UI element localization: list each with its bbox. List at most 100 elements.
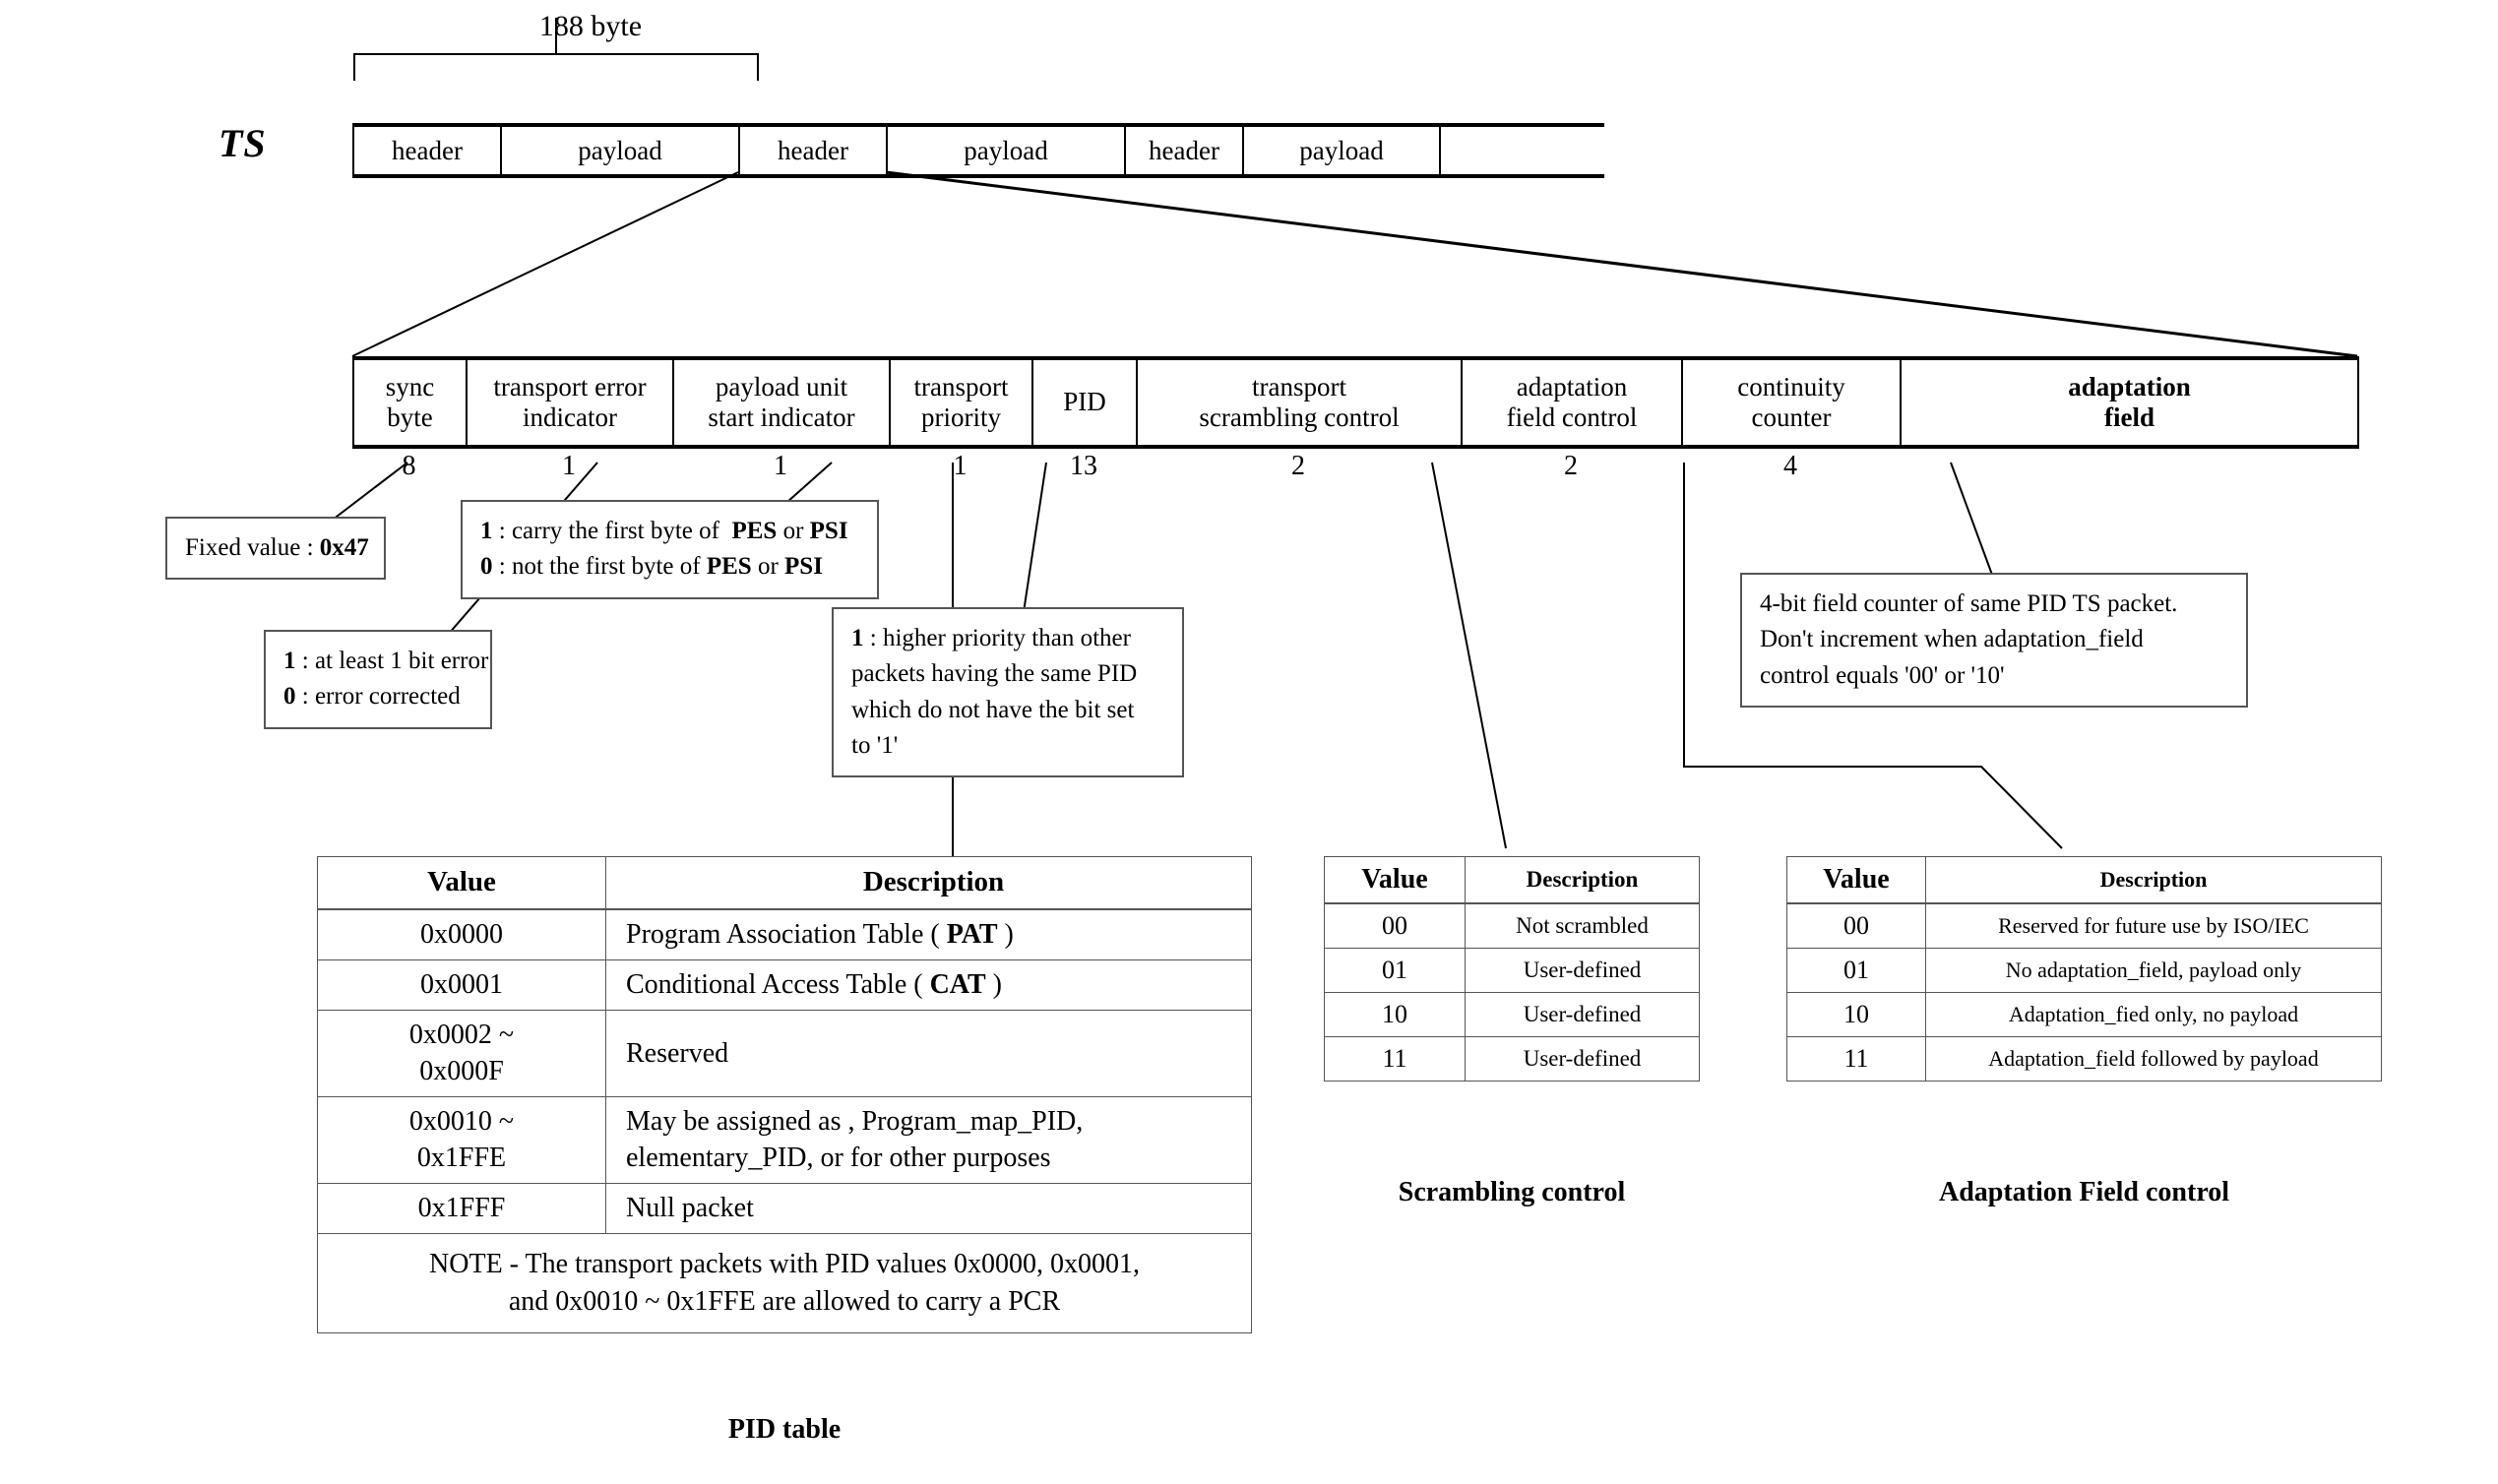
note-line: 0 : error corrected <box>283 679 472 714</box>
header-field-line: adaptation <box>1516 371 1628 402</box>
header-field-line: field <box>2104 402 2155 432</box>
cell-value: 0x0002 ~ 0x000F <box>317 1010 606 1098</box>
bit-width-continuity-counter: 4 <box>1783 451 1797 481</box>
cell-value: 0x0000 <box>317 908 606 961</box>
note-text: : error corrected <box>295 683 461 711</box>
column-header-description: Description <box>605 855 1252 910</box>
bit-width-transport-error-indicator: 1 <box>562 451 576 481</box>
note-line: Don't increment when adaptation_field <box>1760 626 2144 653</box>
header-field-line: transport error <box>493 371 647 402</box>
header-field-line: byte <box>387 402 433 432</box>
span-label-188-byte: 188 byte <box>538 10 643 42</box>
bit-width-pid: 13 <box>1070 451 1097 481</box>
header-field-line: start indicator <box>708 402 855 432</box>
cell-value: 0x0001 <box>317 959 606 1012</box>
header-field-line: adaptation <box>2068 371 2191 402</box>
ts-cell-header: header <box>354 127 502 174</box>
column-header-value: Value <box>1324 856 1466 904</box>
header-field-line: continuity <box>1737 371 1845 402</box>
cell-description: User-defined <box>1465 992 1700 1037</box>
note-transport-priority: 1 : higher priority than other packets h… <box>832 607 1184 777</box>
cell-description: User-defined <box>1465 948 1700 993</box>
note-line: to '1' <box>851 731 899 759</box>
note-line: 4-bit field counter of same PID TS packe… <box>1760 590 2178 617</box>
cell-description: Null packet <box>605 1183 1252 1235</box>
pid-table-caption: PID table <box>727 1414 842 1445</box>
ts-cell-payload: payload <box>1244 127 1441 174</box>
header-field-line: indicator <box>523 402 617 432</box>
note-key: 0 <box>283 683 296 711</box>
cell-description: Program Association Table ( PAT ) <box>605 908 1252 961</box>
cell-value: 11 <box>1324 1036 1466 1082</box>
bit-width-transport-priority: 1 <box>953 451 968 481</box>
note-sync-byte: Fixed value : 0x47 <box>165 517 386 581</box>
note-text: : at least 1 bit error <box>295 648 489 674</box>
header-field-line: transport <box>1252 371 1346 402</box>
cell-value: 00 <box>1786 902 1926 949</box>
cell-value: 0x1FFF <box>317 1183 606 1235</box>
note-line: Fixed value : 0x47 <box>185 530 369 566</box>
ts-cell-header: header <box>1126 127 1244 174</box>
cell-description: Adaptation_field followed by payload <box>1925 1036 2382 1082</box>
note-line: control equals '00' or '10' <box>1760 661 2005 689</box>
ts-cell-header: header <box>740 127 888 174</box>
header-field-line: scrambling control <box>1199 402 1400 432</box>
bit-width-transport-scrambling-control: 2 <box>1291 451 1305 481</box>
column-header-description: Description <box>1465 856 1700 904</box>
cell-value: 01 <box>1786 948 1926 993</box>
note-continuity-counter: 4-bit field counter of same PID TS packe… <box>1740 573 2248 708</box>
table-note-row: NOTE - The transport packets with PID va… <box>317 1233 1252 1334</box>
cell-description: Adaptation_fied only, no payload <box>1925 992 2382 1037</box>
header-field-line: sync <box>385 371 435 402</box>
cell-value: 0x0010 ~ 0x1FFE <box>317 1096 606 1185</box>
cell-value: 10 <box>1786 992 1926 1037</box>
note-line: packets having the same PID <box>851 660 1138 688</box>
table-note: NOTE - The transport packets with PID va… <box>317 1233 1252 1334</box>
cell-description: Reserved for future use by ISO/IEC <box>1925 902 2382 949</box>
ts-cell-empty <box>1441 127 1604 174</box>
cell-value: 00 <box>1324 902 1466 949</box>
note-payload-unit-start-indicator: 1 : carry the first byte of PES or PSI 0… <box>461 500 879 599</box>
cell-value: 10 <box>1324 992 1466 1037</box>
note-line: 0 : not the first byte of PES or PSI <box>480 553 823 581</box>
header-field-line: counter <box>1751 402 1832 432</box>
cell-description: Not scrambled <box>1465 902 1700 949</box>
cell-value: 11 <box>1786 1036 1926 1082</box>
note-line: 1 : carry the first byte of PES or PSI <box>480 518 848 544</box>
cell-description: User-defined <box>1465 1036 1700 1082</box>
note-transport-error-indicator: 1 : at least 1 bit error 0 : error corre… <box>264 630 492 729</box>
column-header-description: Description <box>1925 856 2382 904</box>
column-header-value: Value <box>317 855 606 910</box>
ts-cell-payload: payload <box>888 127 1126 174</box>
ts-label: TS <box>219 121 267 165</box>
header-field-line: priority <box>921 402 1001 432</box>
note-prefix: Fixed value : <box>185 534 320 561</box>
note-line: 1 : at least 1 bit error <box>283 644 488 679</box>
cell-description: May be assigned as , Program_map_PID,ele… <box>605 1096 1252 1185</box>
header-field-line: payload unit <box>715 371 848 402</box>
adaptation-field-control-caption: Adaptation Field control <box>1938 1177 2230 1207</box>
